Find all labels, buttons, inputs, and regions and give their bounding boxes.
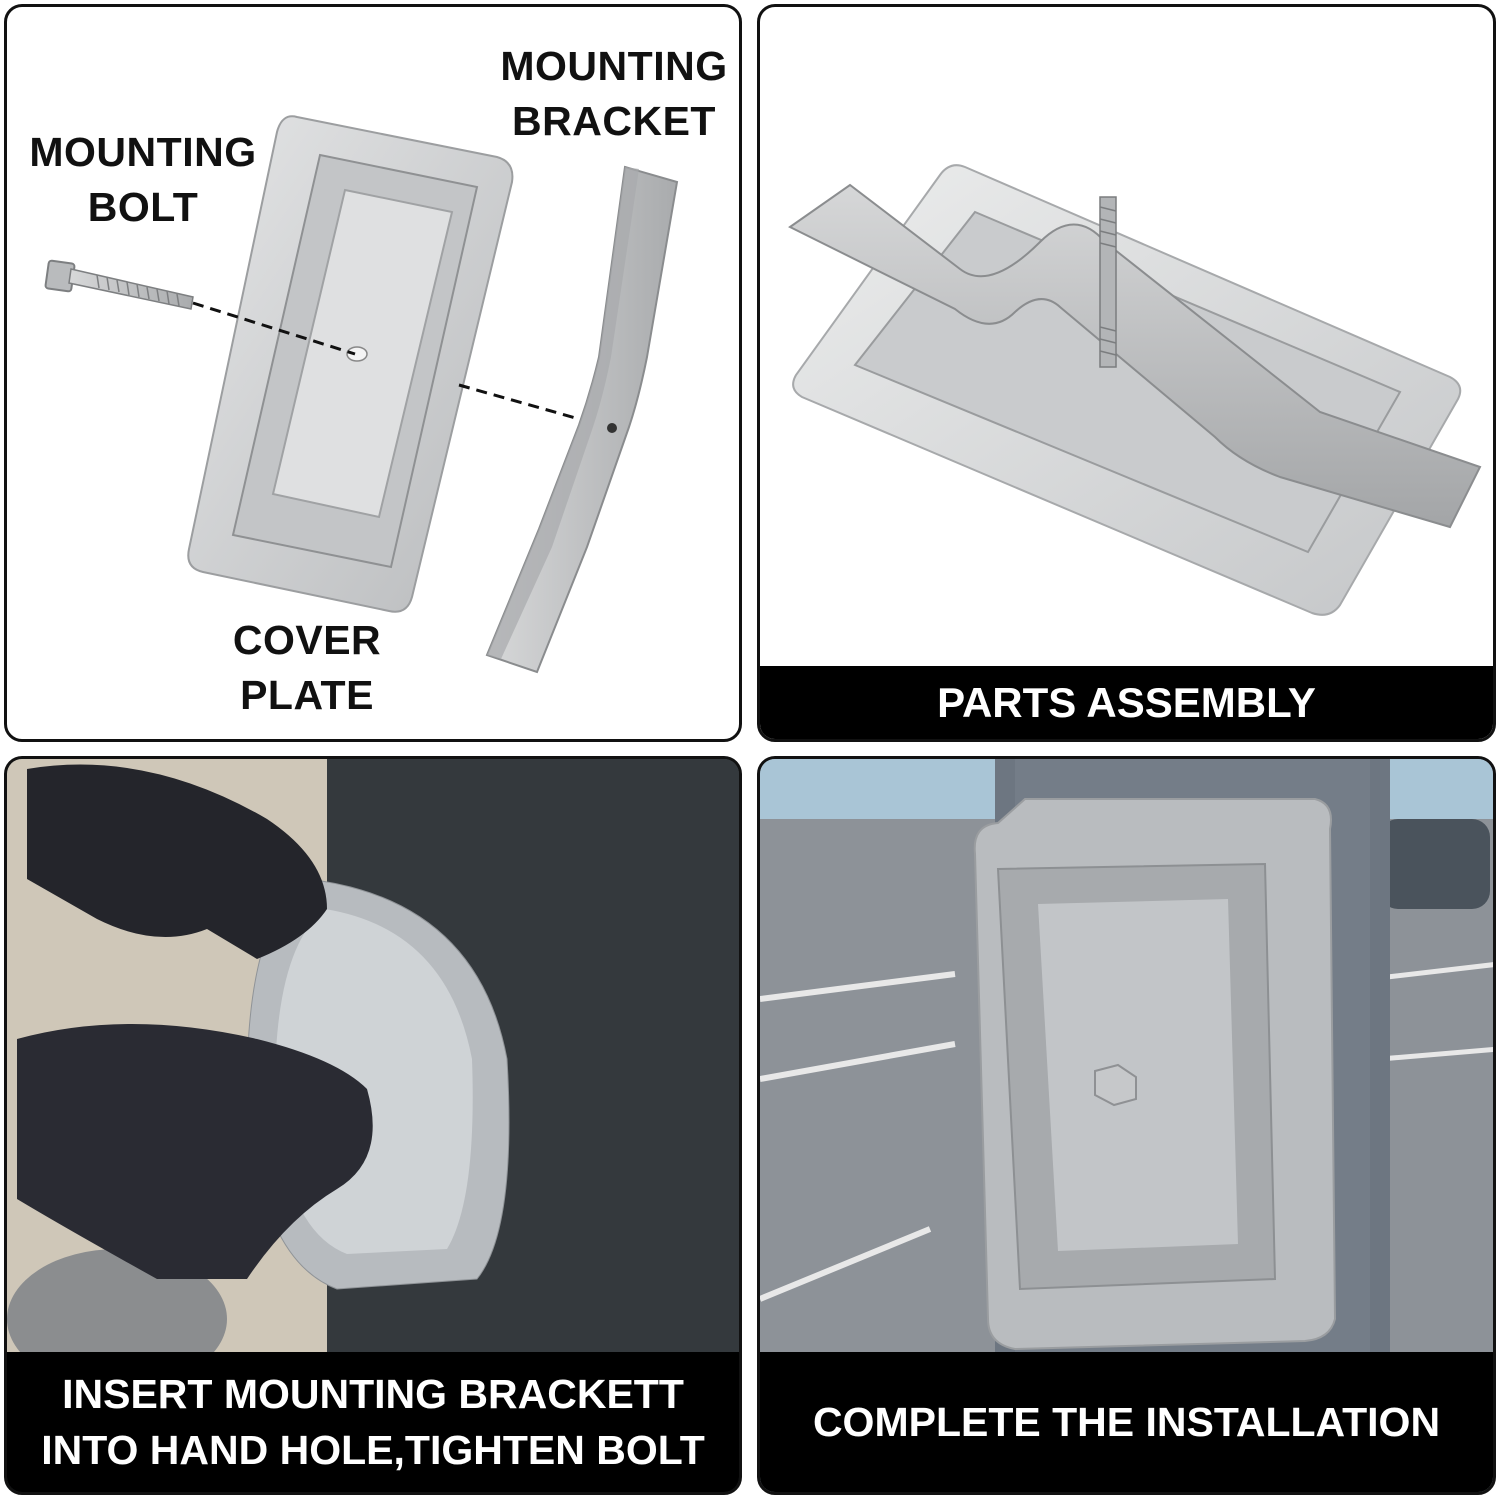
complete-installation-caption: COMPLETE THE INSTALLATION — [760, 1352, 1493, 1492]
insert-bracket-photo — [7, 759, 739, 1358]
insert-bracket-caption: INSERT MOUNTING BRACKETT INTO HAND HOLE,… — [7, 1352, 739, 1492]
mounting-bolt-image — [44, 259, 194, 310]
parts-assembly-image — [788, 164, 1482, 616]
mounting-bracket-image — [485, 165, 679, 674]
complete-installation-panel: COMPLETE THE INSTALLATION — [757, 756, 1496, 1495]
parts-assembly-caption: PARTS ASSEMBLY — [760, 666, 1493, 739]
cover-plate-image — [187, 115, 514, 613]
mounting-bolt-label: MOUNTING BOLT — [29, 129, 257, 230]
mounting-bracket-label: MOUNTING BRACKET — [500, 43, 728, 144]
parts-assembly-panel: PARTS ASSEMBLY — [757, 4, 1496, 742]
exploded-view-illustration — [44, 115, 679, 674]
complete-installation-photo — [760, 759, 1493, 1358]
exploded-view-panel: MOUNTING BOLT MOUNTING BRACKET COVER PLA… — [4, 4, 742, 742]
bolt-guide-line — [192, 301, 356, 356]
cover-plate-label: COVER PLATE — [232, 617, 382, 718]
insert-bracket-panel: INSERT MOUNTING BRACKETT INTO HAND HOLE,… — [4, 756, 742, 1495]
